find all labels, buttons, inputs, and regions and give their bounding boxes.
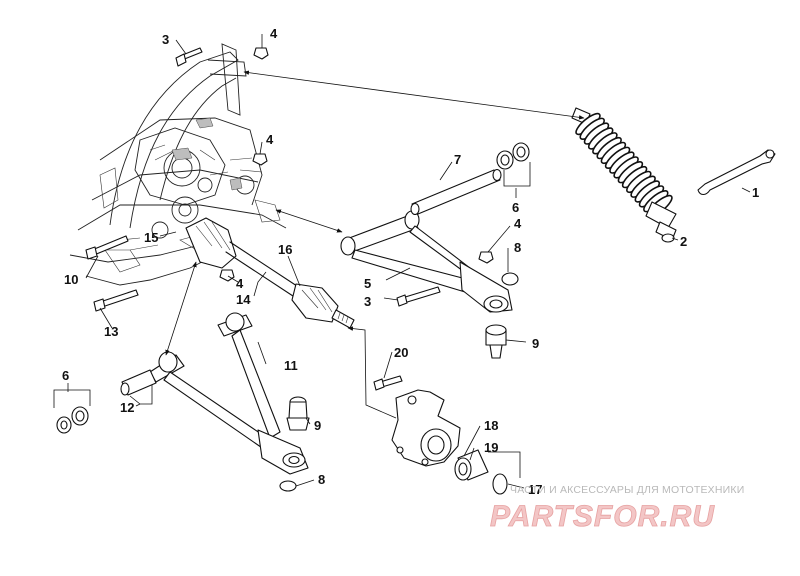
bushings-lower xyxy=(56,406,89,434)
upper-a-arm xyxy=(340,210,513,313)
callout-4-top: 4 xyxy=(270,26,278,41)
callout-3-top: 3 xyxy=(162,32,169,47)
callout-labels: 1 2 3 4 4 4 5 3 4 6 6 7 8 8 9 9 10 11 12… xyxy=(62,26,759,497)
spanner-wrench xyxy=(697,149,776,196)
bracket-6-lower xyxy=(53,389,91,408)
circlip-upper xyxy=(501,272,519,286)
callout-5: 5 xyxy=(364,276,371,291)
circlip-lower xyxy=(279,480,297,492)
chassis-frame xyxy=(69,43,287,286)
cv-axle xyxy=(185,217,355,329)
callout-19: 19 xyxy=(484,440,498,455)
callout-1: 1 xyxy=(752,185,759,200)
callout-4-right: 4 xyxy=(514,216,522,231)
bracket-12 xyxy=(129,385,153,405)
bearing-circlip xyxy=(492,473,508,495)
lower-a-arm xyxy=(149,312,309,475)
callout-18: 18 xyxy=(484,418,498,433)
callout-15: 15 xyxy=(144,230,158,245)
lower-pivot-tube xyxy=(120,369,157,396)
callout-17: 17 xyxy=(528,482,542,497)
callout-7: 7 xyxy=(454,152,461,167)
callout-9-lower: 9 xyxy=(314,418,321,433)
callout-9-upper: 9 xyxy=(532,336,539,351)
bolt-20 xyxy=(373,375,403,391)
watermark: ЧАСТИ И АКСЕССУАРЫ ДЛЯ МОТОТЕХНИКИ PARTS… xyxy=(490,484,745,533)
callout-6-lower: 6 xyxy=(62,368,69,383)
pivot-shaft xyxy=(410,168,502,216)
ball-joint-lower xyxy=(286,396,310,431)
nut-4-right xyxy=(478,251,494,264)
callout-20: 20 xyxy=(394,345,408,360)
nut-4-low xyxy=(219,269,235,282)
watermark-brand-logo: PARTSFOR.RU xyxy=(490,500,715,533)
callout-13: 13 xyxy=(104,324,118,339)
bracket-6-upper xyxy=(503,162,531,187)
bolt-13 xyxy=(93,289,139,312)
callout-11: 11 xyxy=(284,358,298,373)
callout-4-mid: 4 xyxy=(266,132,274,147)
ball-joint-upper xyxy=(485,324,507,359)
callout-8-upper: 8 xyxy=(514,240,521,255)
watermark-tagline: ЧАСТИ И АКСЕССУАРЫ ДЛЯ МОТОТЕХНИКИ xyxy=(510,484,744,496)
callout-10: 10 xyxy=(64,272,78,287)
bolt-3-right xyxy=(396,286,441,307)
leader-lines xyxy=(67,34,751,489)
callout-12: 12 xyxy=(120,400,134,415)
nut-4-top xyxy=(253,47,269,60)
callout-2: 2 xyxy=(680,234,687,249)
bolt-10 xyxy=(85,235,129,260)
reference-arrows xyxy=(165,70,585,419)
steering-knuckle xyxy=(391,389,461,467)
bushings-upper xyxy=(496,142,530,170)
callout-3-right: 3 xyxy=(364,294,371,309)
wheel-bearing xyxy=(454,449,489,481)
callout-16: 16 xyxy=(278,242,292,257)
callout-6-upper: 6 xyxy=(512,200,519,215)
callout-8-lower: 8 xyxy=(318,472,325,487)
bracket-19 xyxy=(488,451,521,478)
bolt-3-top xyxy=(175,47,203,67)
callout-4-low: 4 xyxy=(236,276,244,291)
shock-absorber xyxy=(571,107,677,243)
callout-14: 14 xyxy=(236,292,251,307)
nut-4-mid xyxy=(252,153,268,166)
